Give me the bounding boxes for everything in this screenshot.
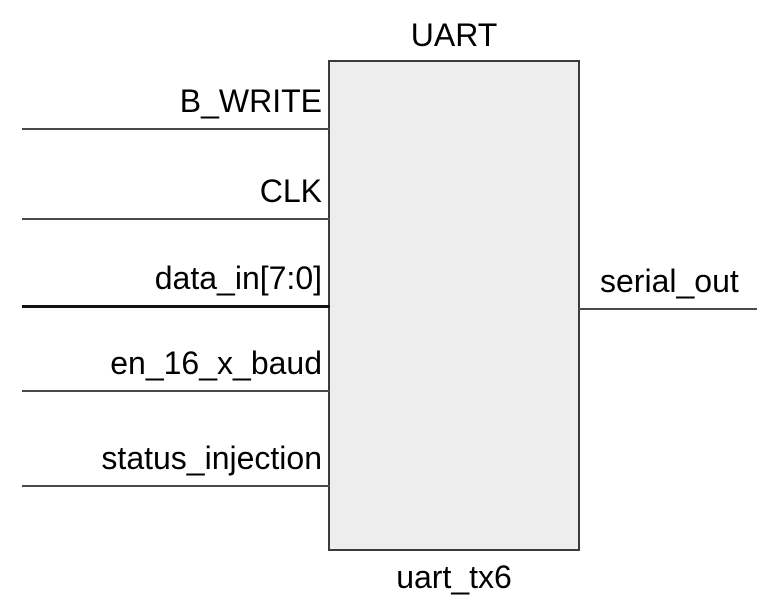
port-label-b-write: B_WRITE [179,83,322,119]
port-wire-serial-out[interactable] [578,308,757,310]
module-title: UART [410,17,498,53]
port-label-data-in: data_in[7:0] [154,260,322,296]
module-block-uart[interactable] [328,60,580,551]
port-label-clk: CLK [259,173,322,209]
port-label-status-injection: status_injection [101,440,322,476]
port-label-en-16-x-baud: en_16_x_baud [110,345,322,381]
port-wire-b-write[interactable] [22,128,330,130]
port-wire-clk[interactable] [22,218,330,220]
port-label-serial-out: serial_out [600,263,739,299]
instance-name: uart_tx6 [396,559,512,595]
port-wire-status-injection[interactable] [22,485,330,487]
port-wire-en-16-x-baud[interactable] [22,390,330,392]
port-wire-data-in-bus[interactable] [22,305,330,308]
